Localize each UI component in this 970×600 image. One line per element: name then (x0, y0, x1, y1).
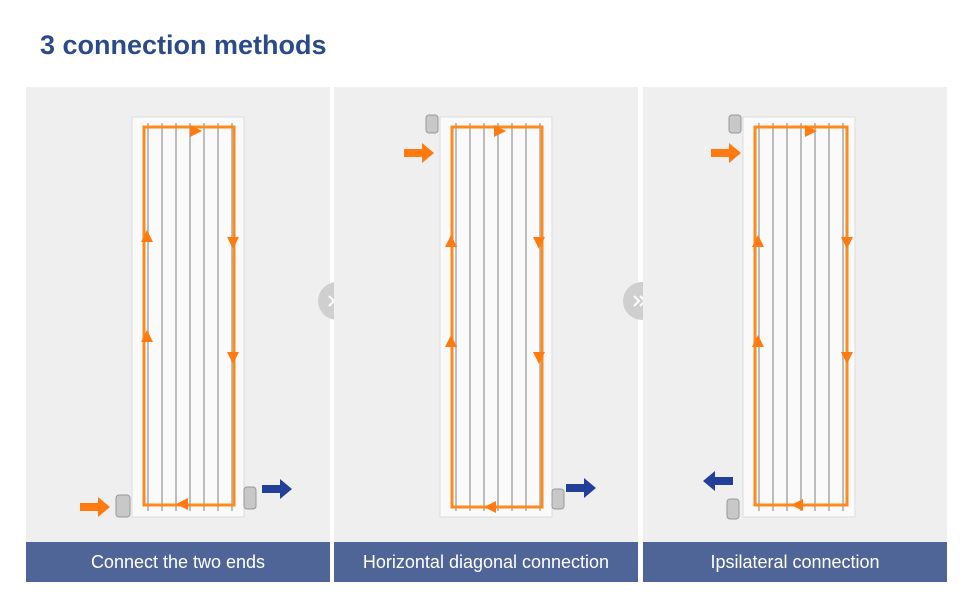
inlet-arrow (80, 497, 110, 517)
panel-ipsilateral: Ipsilateral connection (643, 87, 947, 582)
flow-path (142, 125, 236, 507)
inlet-arrow (404, 143, 434, 163)
outlet-arrow (703, 471, 733, 491)
radiator (131, 116, 245, 518)
panel-caption: Ipsilateral connection (643, 542, 947, 582)
panel-connect-two-ends: Connect the two ends (26, 87, 330, 582)
radiator-diagram-2 (404, 114, 596, 518)
flow-arrows (141, 125, 239, 510)
inlet-arrow (711, 143, 741, 163)
page-title: 3 connection methods (40, 30, 327, 60)
panel-caption: Connect the two ends (26, 542, 330, 582)
radiator (439, 116, 553, 518)
flow-arrows (752, 125, 853, 511)
panel-horizontal-diagonal: Horizontal diagonal connection (334, 87, 638, 582)
valves (115, 486, 257, 518)
flow-arrows (445, 125, 545, 513)
radiator-diagram-3 (703, 114, 856, 520)
radiator (742, 116, 856, 518)
valves (726, 114, 742, 520)
outlet-arrow (566, 478, 596, 498)
radiator-diagram-1 (80, 116, 292, 518)
outlet-arrow (262, 479, 292, 499)
panel-caption: Horizontal diagonal connection (334, 542, 638, 582)
valves (425, 114, 565, 510)
